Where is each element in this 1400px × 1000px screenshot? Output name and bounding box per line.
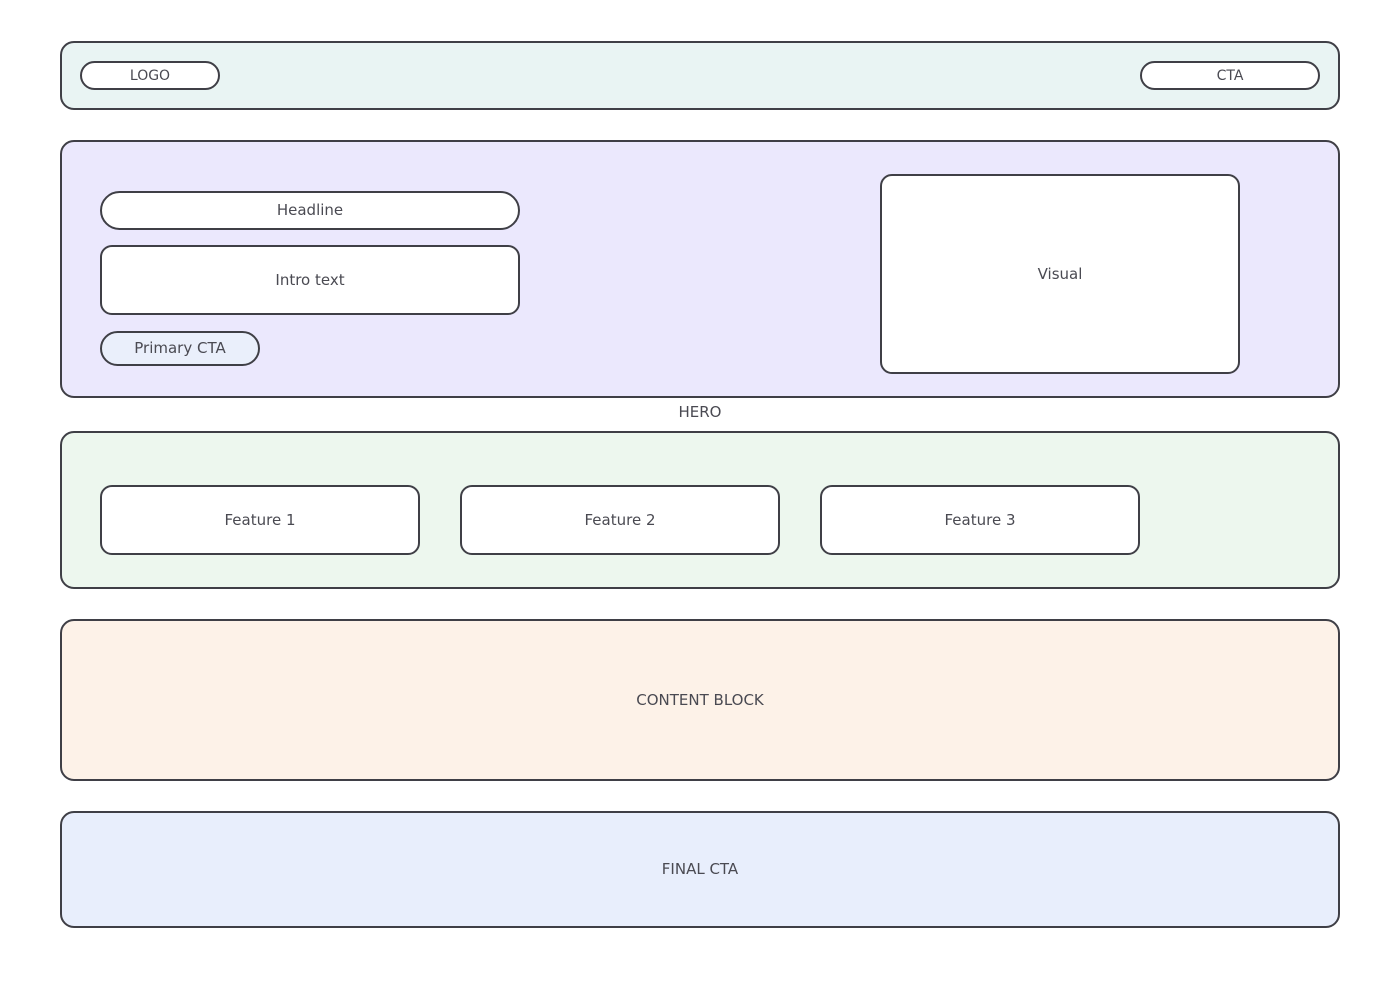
- header-cta-label: CTA: [1216, 67, 1244, 84]
- feature-card[interactable]: Feature 2: [460, 485, 780, 555]
- content-block-section: CONTENT BLOCK: [60, 619, 1340, 781]
- feature-card-label: Feature 2: [584, 510, 656, 529]
- hero-section-label: HERO: [678, 403, 722, 421]
- hero-primary-cta-button[interactable]: Primary CTA: [100, 331, 260, 366]
- hero-primary-cta-label: Primary CTA: [134, 339, 226, 357]
- final-cta-section[interactable]: FINAL CTA: [60, 811, 1340, 928]
- hero-visual-label: Visual: [1037, 264, 1083, 283]
- header-cta-button[interactable]: CTA: [1140, 61, 1320, 90]
- feature-card-label: Feature 1: [224, 510, 296, 529]
- header-section: [60, 41, 1340, 110]
- hero-headline-label: Headline: [276, 201, 344, 219]
- hero-intro-placeholder: Intro text: [100, 245, 520, 315]
- hero-headline-placeholder: Headline: [100, 191, 520, 230]
- hero-visual-placeholder: Visual: [880, 174, 1240, 374]
- feature-card[interactable]: Feature 3: [820, 485, 1140, 555]
- logo-label: LOGO: [129, 67, 171, 84]
- final-cta-label: FINAL CTA: [661, 860, 739, 878]
- feature-card-label: Feature 3: [944, 510, 1016, 529]
- content-block-label: CONTENT BLOCK: [636, 690, 764, 709]
- logo-button[interactable]: LOGO: [80, 61, 220, 90]
- feature-card[interactable]: Feature 1: [100, 485, 420, 555]
- hero-intro-label: Intro text: [275, 270, 345, 289]
